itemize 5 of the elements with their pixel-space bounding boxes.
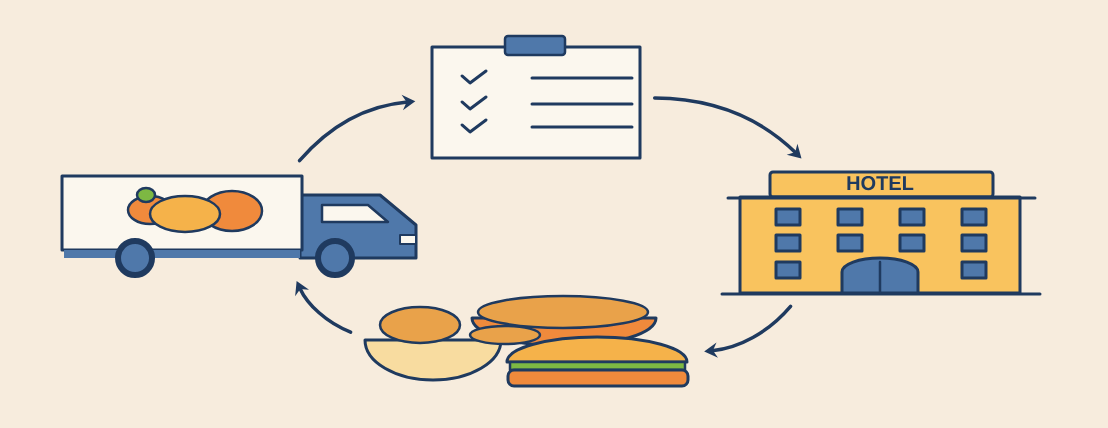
food-drawing bbox=[363, 294, 690, 388]
clipboard-drawing bbox=[430, 34, 642, 160]
hotel-drawing: HOTEL bbox=[720, 170, 1042, 296]
node-label: HOTEL bbox=[847, 176, 914, 191]
truck-drawing bbox=[60, 174, 418, 278]
